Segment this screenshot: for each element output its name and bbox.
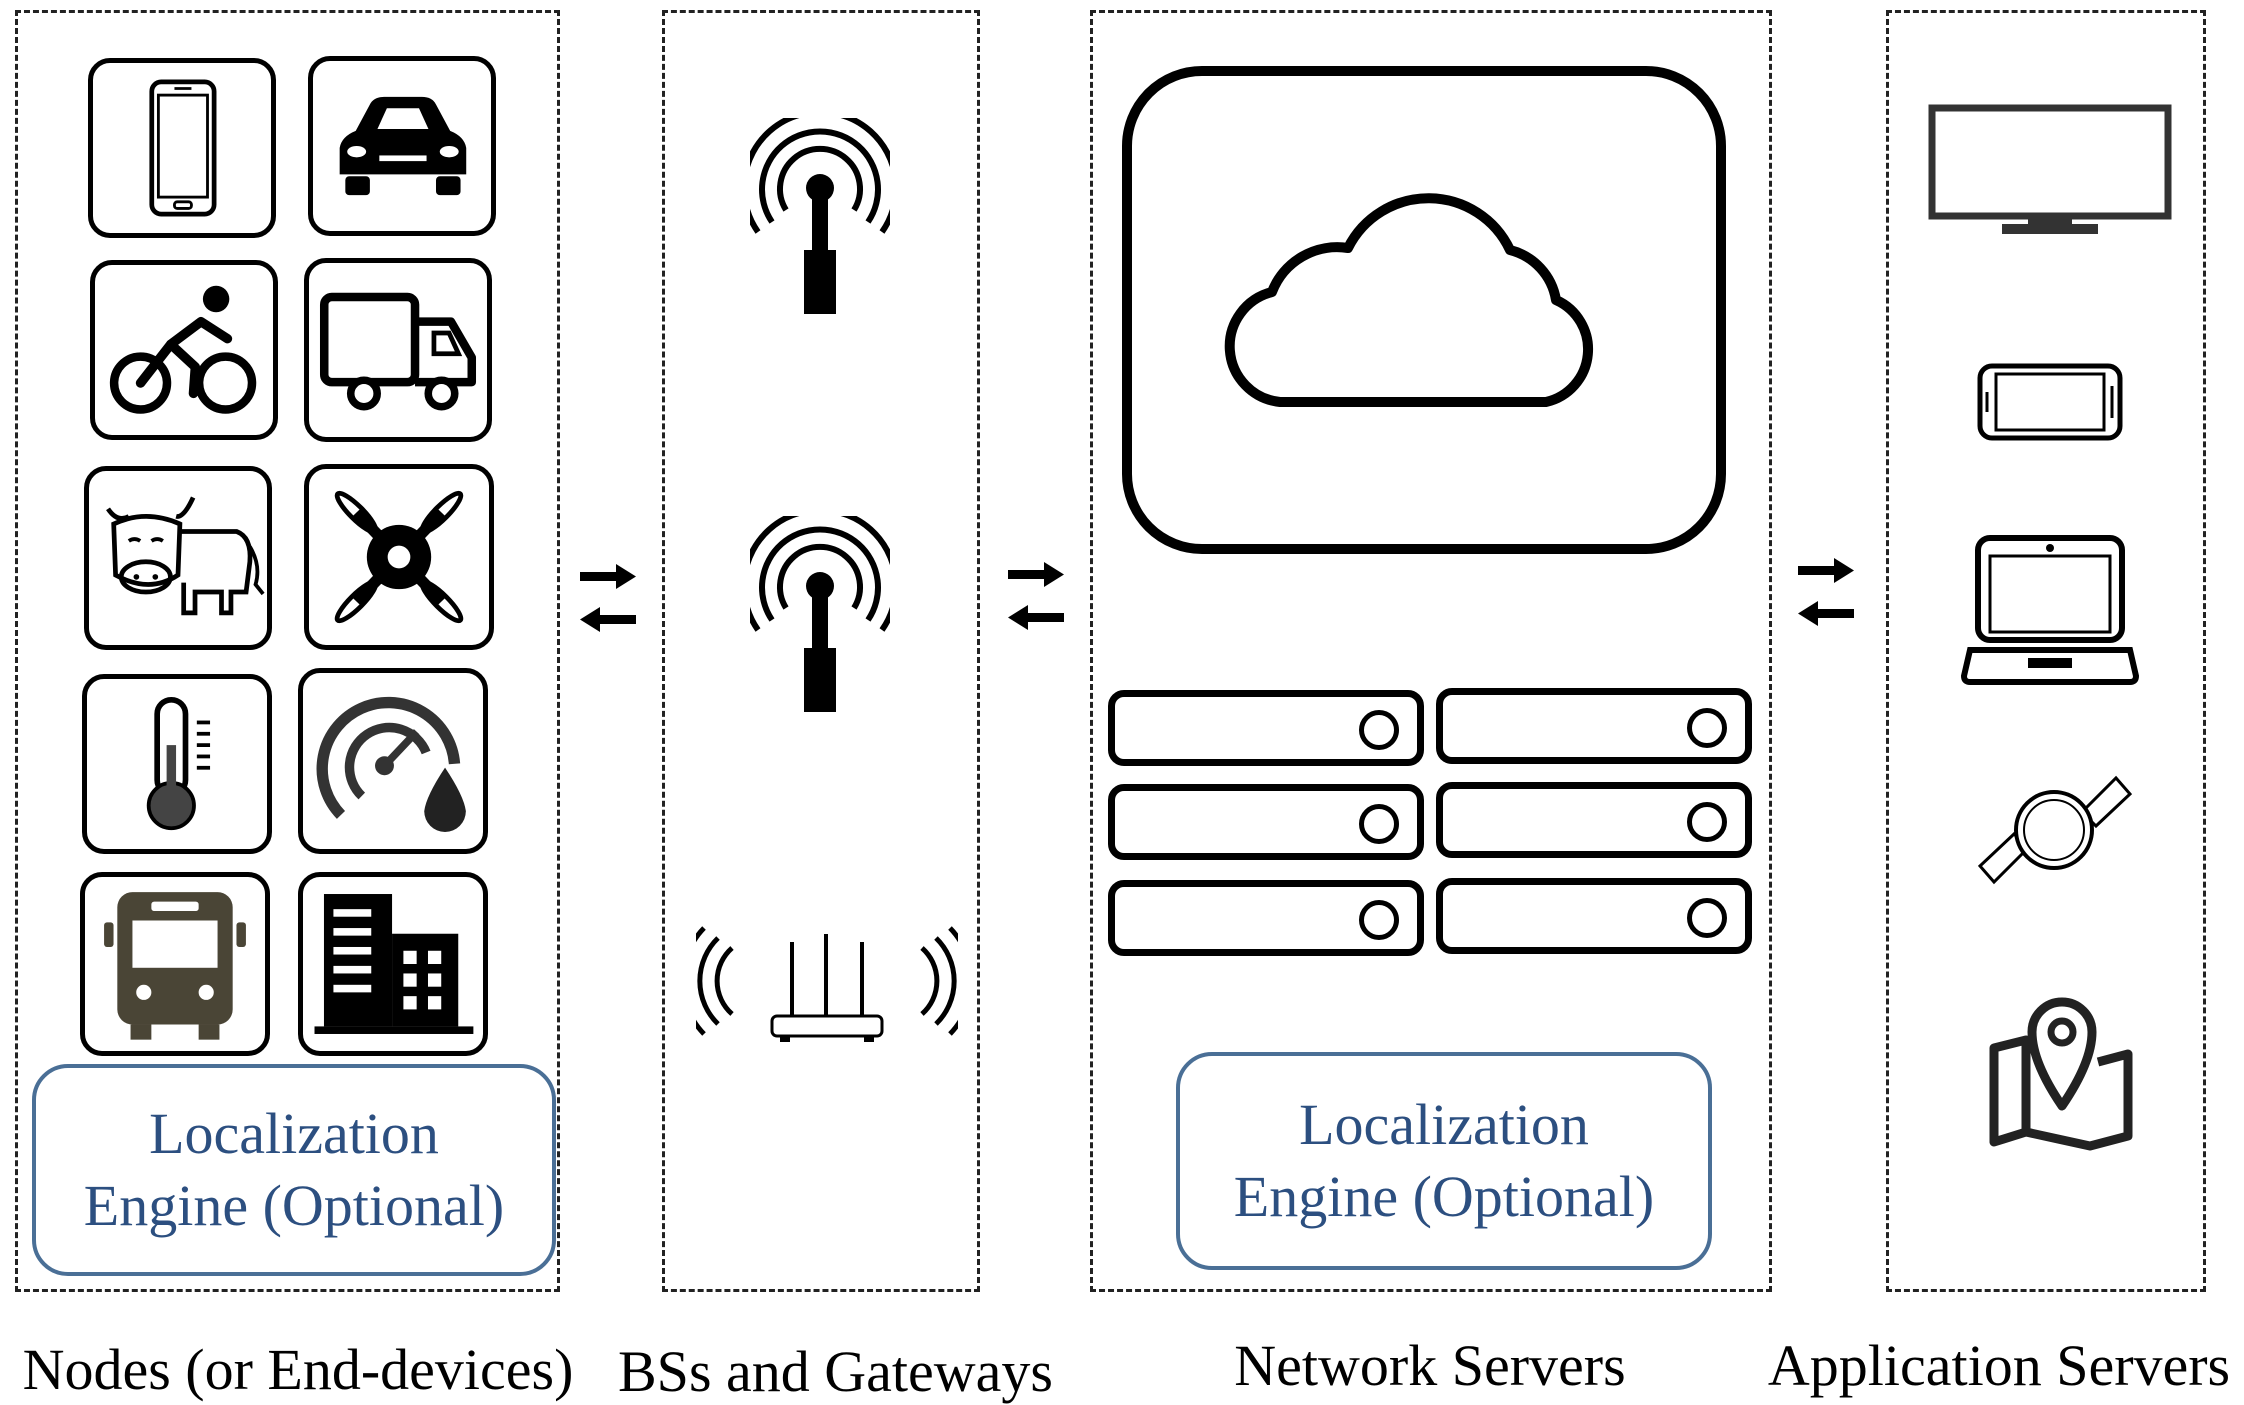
thermometer-tile xyxy=(82,674,272,854)
server-unit xyxy=(1108,880,1424,956)
cow-icon xyxy=(106,496,265,616)
application-panel xyxy=(1886,10,2206,1292)
server-led-icon xyxy=(1687,708,1727,748)
engine-label-line2: Engine (Optional) xyxy=(1233,1164,1655,1229)
engine-label-line1: Localization xyxy=(149,1101,439,1166)
server-led-icon xyxy=(1687,802,1727,842)
server-unit xyxy=(1436,782,1752,858)
smartphone-tile xyxy=(88,58,276,238)
thermometer-icon xyxy=(146,696,211,831)
bidirectional-arrow-icon xyxy=(580,564,636,632)
cyclist-tile xyxy=(90,260,278,440)
bus-tile xyxy=(80,872,270,1056)
nodes-caption: Nodes (or End-devices) xyxy=(22,1337,574,1402)
server-led-icon xyxy=(1687,898,1727,938)
nodes-panel xyxy=(15,10,560,1292)
phone-icon xyxy=(1977,363,2123,441)
server-led-icon xyxy=(1359,710,1399,750)
cow-tile xyxy=(84,466,272,650)
server-led-icon xyxy=(1359,900,1399,940)
cloud-frame xyxy=(1122,66,1726,554)
building-tile xyxy=(298,872,488,1056)
building-icon xyxy=(314,894,474,1034)
wifi-router-icon xyxy=(696,926,958,1042)
network-caption: Network Servers xyxy=(1234,1333,1626,1398)
truck-tile xyxy=(304,258,492,442)
drone-tile xyxy=(304,464,494,650)
application-caption: Application Servers xyxy=(1767,1333,2231,1398)
server-unit xyxy=(1436,688,1752,764)
car-icon xyxy=(339,96,467,196)
cyclist-icon xyxy=(109,285,257,414)
nodes-localization-engine: Localization Engine (Optional) xyxy=(32,1064,556,1276)
car-tile xyxy=(308,56,496,236)
bidirectional-arrow-icon xyxy=(1008,562,1064,630)
drone-icon xyxy=(334,490,464,624)
gateways-panel xyxy=(662,10,980,1292)
engine-label-line2: Engine (Optional) xyxy=(83,1173,505,1238)
monitor-icon xyxy=(1928,104,2172,234)
gateways-caption: BSs and Gateways xyxy=(618,1339,1053,1404)
antenna-icon xyxy=(750,118,890,314)
smartphone-icon xyxy=(149,79,217,217)
server-unit xyxy=(1108,690,1424,766)
network-localization-engine: Localization Engine (Optional) xyxy=(1176,1052,1712,1270)
server-unit xyxy=(1436,878,1752,954)
smartwatch-icon xyxy=(1977,775,2133,885)
antenna-icon xyxy=(750,516,890,712)
bidirectional-arrow-icon xyxy=(1798,558,1854,626)
bus-icon xyxy=(104,892,246,1040)
network-panel xyxy=(1090,10,1772,1292)
gauge-drop-icon xyxy=(316,696,466,832)
server-unit xyxy=(1108,784,1424,860)
map-pin-icon xyxy=(1989,997,2133,1151)
engine-label-line1: Localization xyxy=(1299,1092,1589,1157)
cloud-icon xyxy=(1224,193,1594,407)
laptop-icon xyxy=(1960,535,2140,685)
truck-icon xyxy=(319,292,477,411)
server-led-icon xyxy=(1359,804,1399,844)
gauge-tile xyxy=(298,668,488,854)
